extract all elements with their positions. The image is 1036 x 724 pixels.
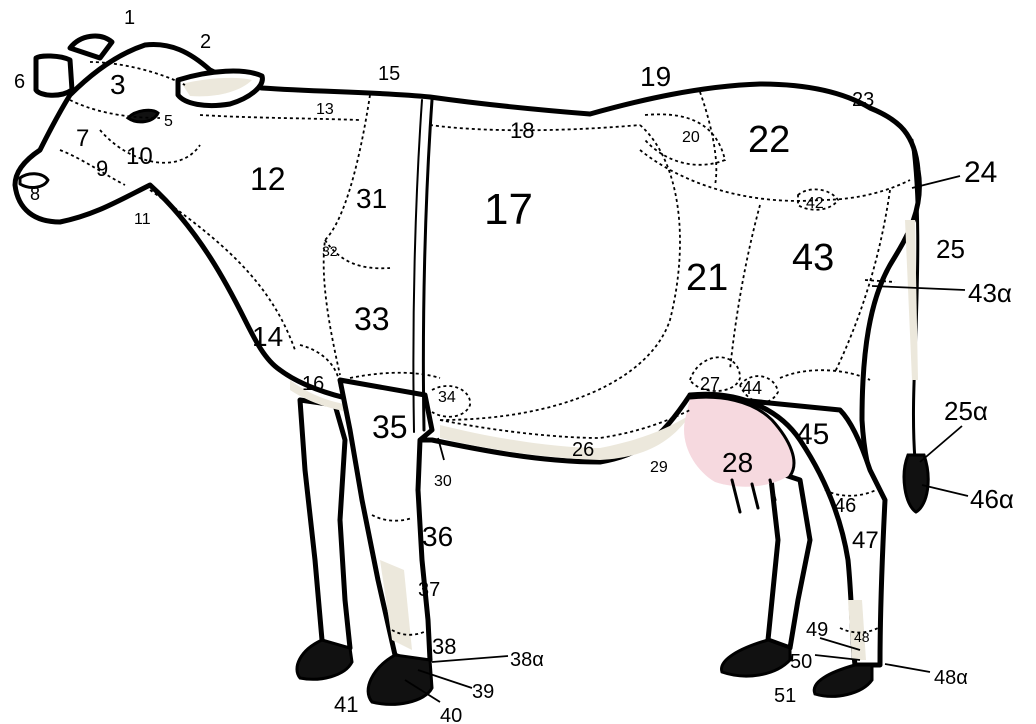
label-48: 48 — [854, 629, 870, 645]
label-20: 20 — [682, 129, 700, 146]
label-9: 9 — [96, 156, 108, 181]
label-25: 25 — [936, 234, 965, 264]
label-6: 6 — [14, 71, 25, 93]
label-49: 49 — [806, 619, 828, 641]
label-45: 45 — [796, 418, 829, 451]
label-43: 43 — [792, 237, 834, 279]
label-32: 32 — [322, 243, 338, 259]
label-38: 38 — [432, 634, 456, 659]
label-42: 42 — [806, 195, 824, 212]
label-36: 36 — [422, 521, 453, 552]
label-28: 28 — [722, 447, 753, 478]
label-21: 21 — [686, 257, 728, 299]
label-19: 19 — [640, 61, 671, 92]
label-27: 27 — [700, 374, 720, 394]
label-1: 1 — [124, 7, 135, 29]
label-47: 47 — [852, 527, 879, 554]
label-25a: 25α — [944, 396, 988, 426]
label-38a: 38α — [510, 649, 544, 671]
label-39: 39 — [472, 681, 494, 703]
label-41: 41 — [334, 692, 358, 717]
label-14: 14 — [252, 321, 283, 352]
label-2: 2 — [200, 31, 211, 53]
label-26: 26 — [572, 439, 594, 461]
label-5: 5 — [164, 113, 173, 130]
label-37: 37 — [418, 579, 440, 601]
label-43a: 43α — [968, 278, 1012, 308]
far-front-leg — [297, 400, 352, 679]
label-13: 13 — [316, 101, 334, 118]
label-31: 31 — [356, 183, 387, 214]
label-15: 15 — [378, 63, 400, 85]
label-35: 35 — [372, 409, 408, 445]
label-30: 30 — [434, 473, 452, 490]
label-33: 33 — [354, 301, 390, 337]
label-12: 12 — [250, 161, 286, 197]
label-24: 24 — [964, 156, 997, 189]
label-46: 46 — [834, 495, 856, 517]
label-17: 17 — [484, 185, 533, 234]
label-29: 29 — [650, 459, 668, 476]
label-51: 51 — [774, 685, 796, 707]
label-48a: 48α — [934, 667, 968, 689]
label-22: 22 — [748, 119, 790, 161]
label-11: 11 — [134, 211, 151, 228]
label-7: 7 — [76, 125, 89, 152]
label-23: 23 — [852, 89, 874, 111]
label-18: 18 — [510, 118, 534, 143]
label-50: 50 — [790, 651, 812, 673]
label-8: 8 — [30, 184, 40, 204]
label-40: 40 — [440, 705, 462, 724]
label-16: 16 — [302, 373, 324, 395]
label-44: 44 — [742, 378, 762, 398]
far-hind-leg — [722, 470, 810, 676]
label-3: 3 — [110, 69, 126, 100]
label-10: 10 — [126, 143, 153, 170]
label-34: 34 — [438, 389, 456, 406]
label-46a: 46α — [970, 484, 1014, 514]
